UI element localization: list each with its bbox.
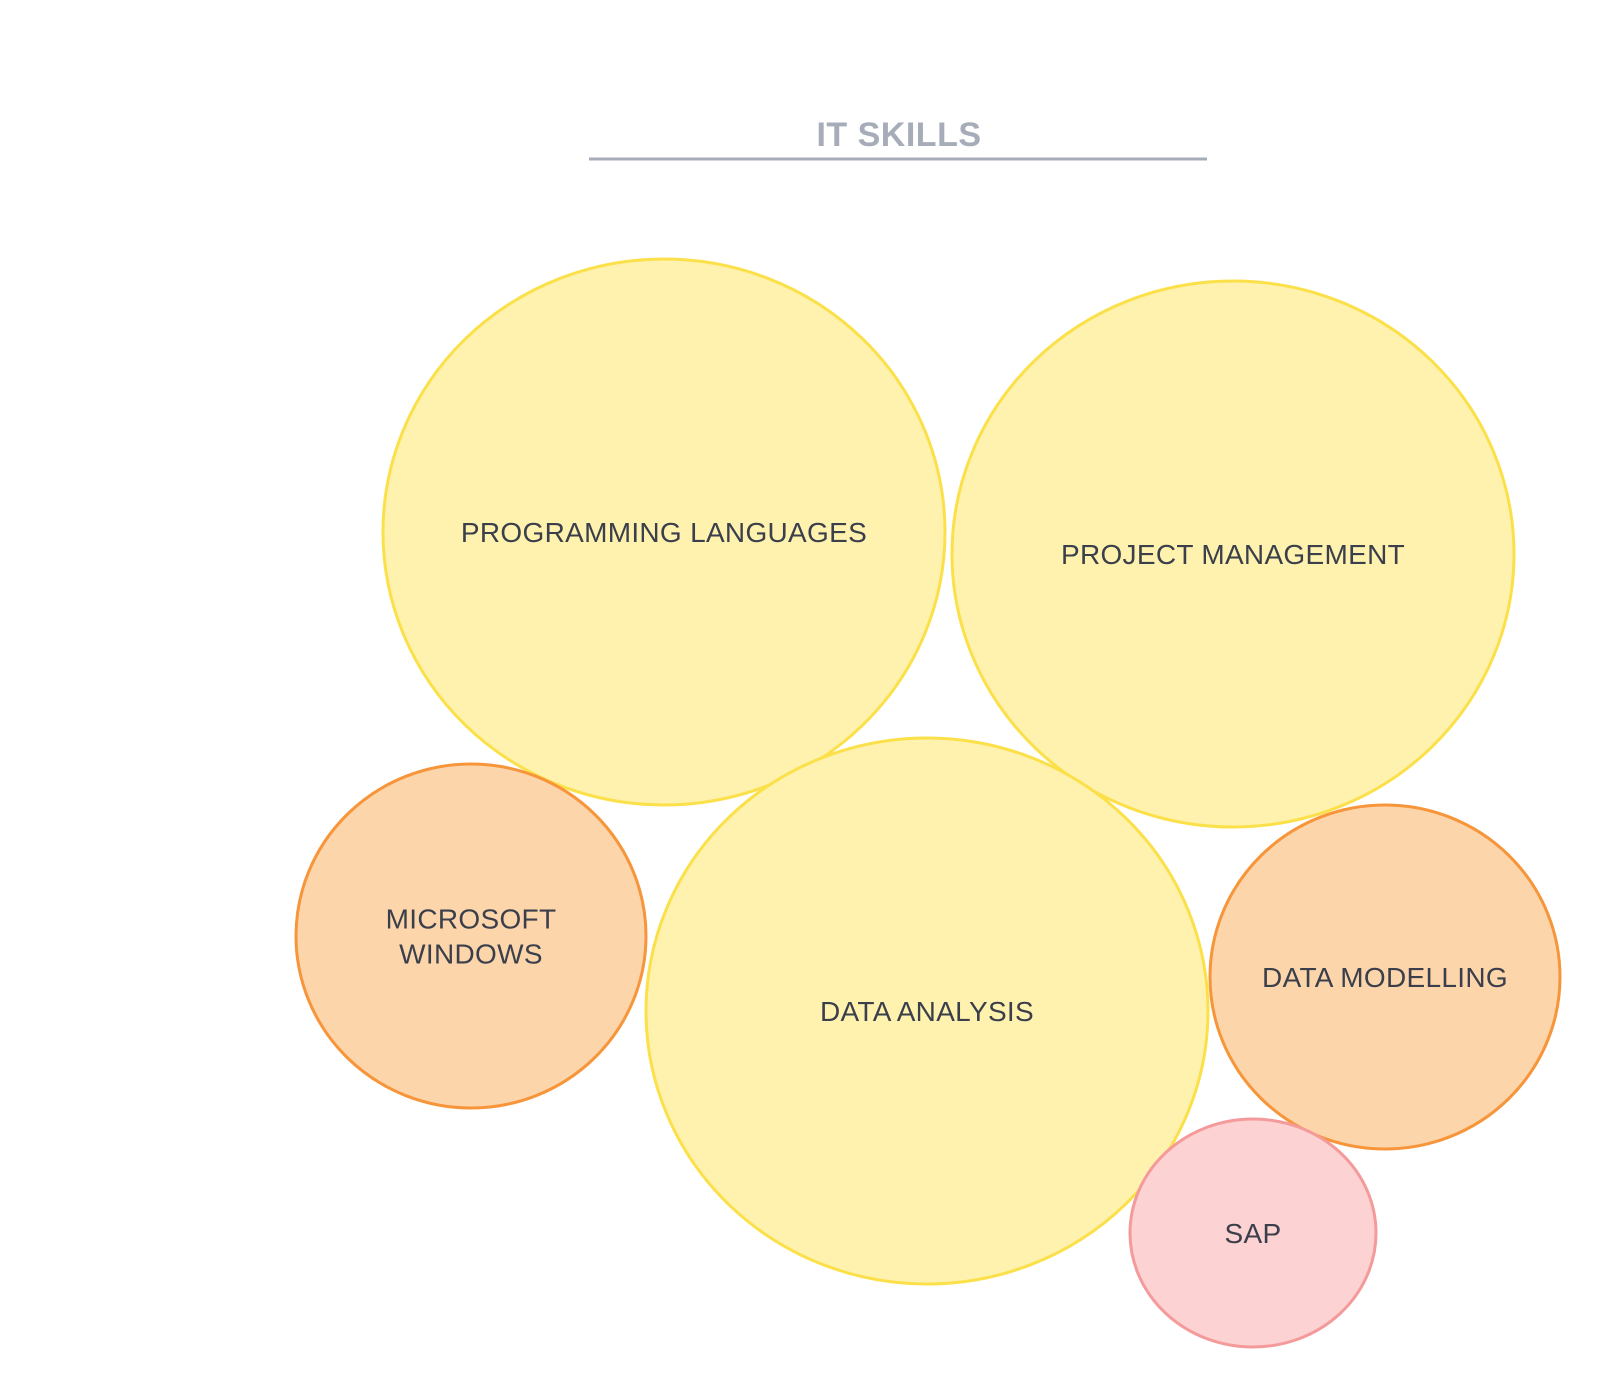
bubble-programming-languages-circle bbox=[381, 257, 947, 807]
bubble-data-analysis-label: DATA ANALYSIS bbox=[820, 996, 1034, 1027]
bubble-data-analysis: DATA ANALYSIS bbox=[644, 736, 1210, 1286]
bubble-programming-languages-label: PROGRAMMING LANGUAGES bbox=[461, 517, 867, 548]
bubble-data-modelling-label: DATA MODELLING bbox=[1262, 962, 1508, 993]
bubble-sap-circle bbox=[1128, 1117, 1378, 1349]
diagram-title: IT SKILLS bbox=[816, 116, 981, 154]
bubble-microsoft-windows-label: WINDOWS bbox=[399, 939, 543, 970]
bubble-programming-languages: PROGRAMMING LANGUAGES bbox=[381, 257, 947, 807]
bubble-sap-label: SAP bbox=[1225, 1218, 1282, 1249]
bubble-data-modelling-circle bbox=[1208, 803, 1562, 1151]
bubble-microsoft-windows-label: MICROSOFT bbox=[386, 904, 557, 935]
bubble-microsoft-windows: MICROSOFT WINDOWS bbox=[294, 762, 648, 1110]
bubble-project-management: PROJECT MANAGEMENT bbox=[950, 279, 1516, 829]
skill-bubbles: PROGRAMMING LANGUAGES PROJECT MANAGEMENT M… bbox=[294, 257, 1562, 1349]
bubble-project-management-label: PROJECT MANAGEMENT bbox=[1061, 539, 1405, 570]
bubble-data-analysis-circle bbox=[644, 736, 1210, 1286]
bubble-project-management-circle bbox=[950, 279, 1516, 829]
bubble-data-modelling: DATA MODELLING bbox=[1208, 803, 1562, 1151]
bubble-microsoft-windows-circle bbox=[294, 762, 648, 1110]
bubble-sap: SAP bbox=[1128, 1117, 1378, 1349]
